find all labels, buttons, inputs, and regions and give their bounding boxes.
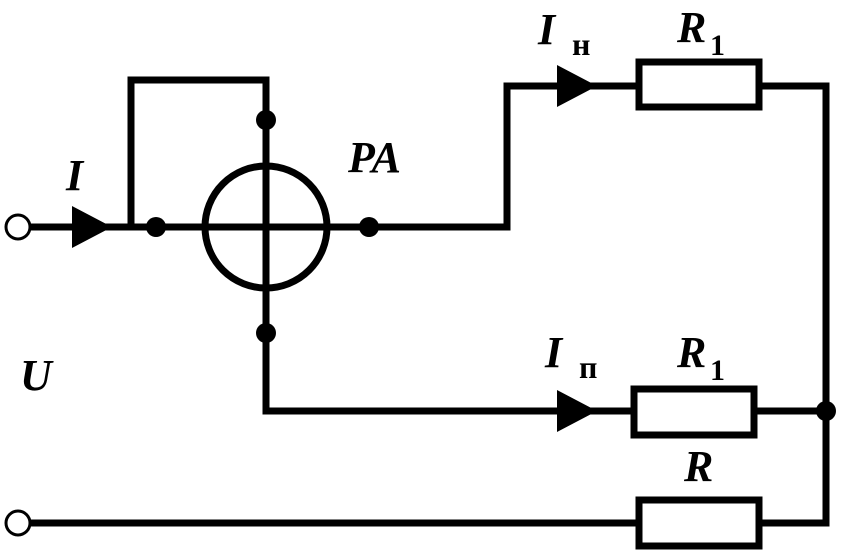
arrow-current-ip <box>557 390 597 432</box>
junction-dot <box>359 217 379 237</box>
resistor-r-bottom <box>635 496 763 550</box>
current-arrows <box>72 65 597 432</box>
junction-dot <box>256 110 276 130</box>
top-return-wire <box>757 82 830 527</box>
label-branch1-current: I <box>537 5 557 54</box>
junction-dot <box>146 217 166 237</box>
input-terminal-top <box>4 213 32 241</box>
label-r-bottom: R <box>683 442 713 491</box>
label-branch1-current-sub: н <box>572 26 590 62</box>
meter-vertical-wire <box>262 116 564 415</box>
resistor-r1-middle <box>630 385 758 439</box>
junction-dot <box>816 401 836 421</box>
label-branch2-current: I <box>544 328 564 377</box>
junction-dots <box>146 110 836 421</box>
arrow-current-i <box>72 206 112 248</box>
label-meter-pa: PA <box>347 133 401 182</box>
arrow-current-in <box>557 65 597 107</box>
label-branch2-current-sub: п <box>579 349 597 385</box>
label-r1-top-sub: 1 <box>710 29 725 62</box>
label-r1-top: R <box>676 3 706 52</box>
meter-bypass-loop <box>127 76 270 231</box>
junction-dot <box>256 323 276 343</box>
input-terminal-bottom <box>4 509 32 537</box>
terminals <box>4 213 32 537</box>
wires <box>30 76 830 527</box>
resistor-r1-top <box>635 58 763 111</box>
label-r1-middle: R <box>676 328 706 377</box>
label-source-current: I <box>65 151 85 200</box>
label-voltage-u: U <box>20 351 54 400</box>
label-r1-middle-sub: 1 <box>710 354 725 387</box>
